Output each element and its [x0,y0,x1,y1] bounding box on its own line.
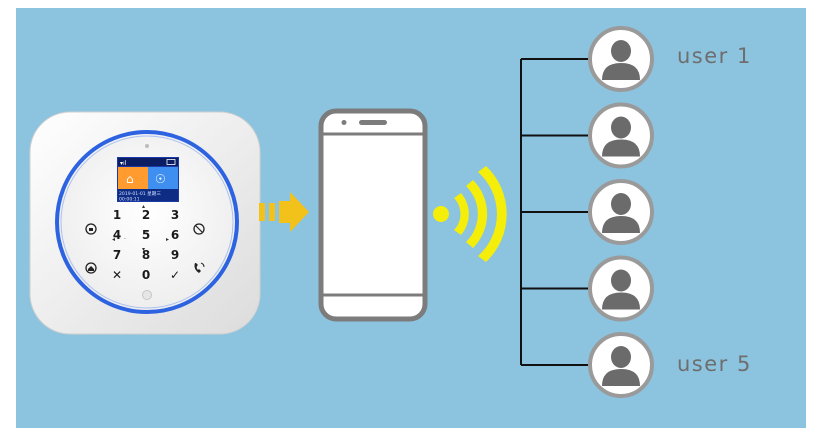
keypad-key[interactable]: 3 [171,208,179,222]
user-avatar-body [602,216,640,233]
user-avatar-body [602,139,640,157]
user-avatar-icon [588,26,654,92]
signal-wave-2 [466,180,488,248]
phone-speaker [359,120,387,125]
phone-camera [341,120,347,125]
keypad-key[interactable]: ✓ [170,268,180,282]
disarm-icon-slash [195,225,203,233]
keypad-blue-ring [55,130,239,314]
keypad-side-icons [85,223,205,274]
user-avatar-icon [588,179,654,245]
user-avatar-body [602,292,640,310]
user-tree-connector [520,58,588,366]
keypad-key[interactable]: 5 [142,228,150,242]
disarm-icon-ring [193,223,205,235]
keypad-key[interactable]: 1 [113,208,121,222]
keypad-key[interactable]: 2 [142,208,150,222]
signal-wave-1 [454,193,469,235]
screen-time-text: 00:00:11 [119,197,140,203]
keypad-key-marks: ▴ ◂ ‧ ▸ ▾ [112,203,169,253]
keypad-keys: 1 2 3 4 5 6 7 8 9 ✕ 0 ✓ [112,208,180,282]
arm-home-icon[interactable] [85,262,97,274]
key-4-left-mark: ◂ [112,236,115,243]
screen-info-bar [118,189,178,201]
keypad-key[interactable]: 7 [113,248,121,262]
screen-status-bar [118,158,178,166]
arrow-head [279,192,309,232]
key-6-right-mark: ▸ [166,236,169,243]
user-1-label: user 1 [677,44,752,68]
arrow-dash-2 [269,203,275,221]
key-4-dot-mark: ‧ [124,236,126,243]
call-icon-wave [200,262,205,268]
battery-icon [166,159,176,165]
keypad-sensor-dot [145,144,149,148]
keypad-key[interactable]: ✕ [112,268,122,282]
arrow-right-icon [259,192,309,232]
screen-tile-home [148,167,178,189]
user-avatar-icon [588,255,654,322]
user-avatar-head [611,116,631,139]
key-2-up-mark: ▴ [142,203,145,210]
screen-lock-icon: ⌂ [126,172,134,186]
signal-wave-3 [478,166,507,262]
user-5-label: user 5 [677,352,752,376]
keypad-inner-ring [60,135,234,309]
keypad-key[interactable]: 4 [113,228,121,242]
signal-dot [433,206,449,222]
user-avatar-head [611,346,631,368]
alarm-keypad-device: ▾ıl ⌂ ☉ 2019-01-01 星期三 00:00:11 1 2 3 4 5 6 7 8… [29,111,261,335]
user-avatar-head [611,40,631,62]
call-icon[interactable] [194,262,205,273]
arrow-dash-1 [259,203,265,221]
user-avatar-body [602,369,640,386]
screen-unlock-icon: ☉ [155,172,166,186]
user-avatar-icon [588,102,654,169]
keypad-screen: ▾ıl ⌂ ☉ 2019-01-01 星期三 00:00:11 [117,157,179,203]
arm-away-icon[interactable] [85,223,97,235]
phone-icon [318,108,428,322]
user-avatar-head [611,193,631,215]
user-avatar-head [611,269,631,292]
call-icon-handset [194,263,201,273]
phone-body [318,108,428,322]
screen-tile-away [118,167,148,189]
keypad-bottom-button[interactable] [142,290,152,300]
arm-home-icon-ring [85,262,97,274]
keypad-key[interactable]: 9 [171,248,179,262]
wireless-signal-icon [433,166,507,262]
arm-away-icon-ring [85,223,97,235]
user-list [588,26,654,398]
arm-away-icon-lock [89,228,93,231]
keypad-key[interactable]: 0 [142,268,150,282]
screen-date-text: 2019-01-01 星期三 [119,191,161,197]
user-avatar-icon [588,332,654,398]
arm-home-icon-house [88,266,94,271]
key-8-down-mark: ▾ [142,246,145,253]
keypad-key[interactable]: 8 [142,248,150,262]
keypad-key[interactable]: 6 [171,228,179,242]
signal-icon: ▾ıl [120,160,127,167]
user-avatar-body [602,63,640,80]
disarm-icon[interactable] [193,223,205,235]
